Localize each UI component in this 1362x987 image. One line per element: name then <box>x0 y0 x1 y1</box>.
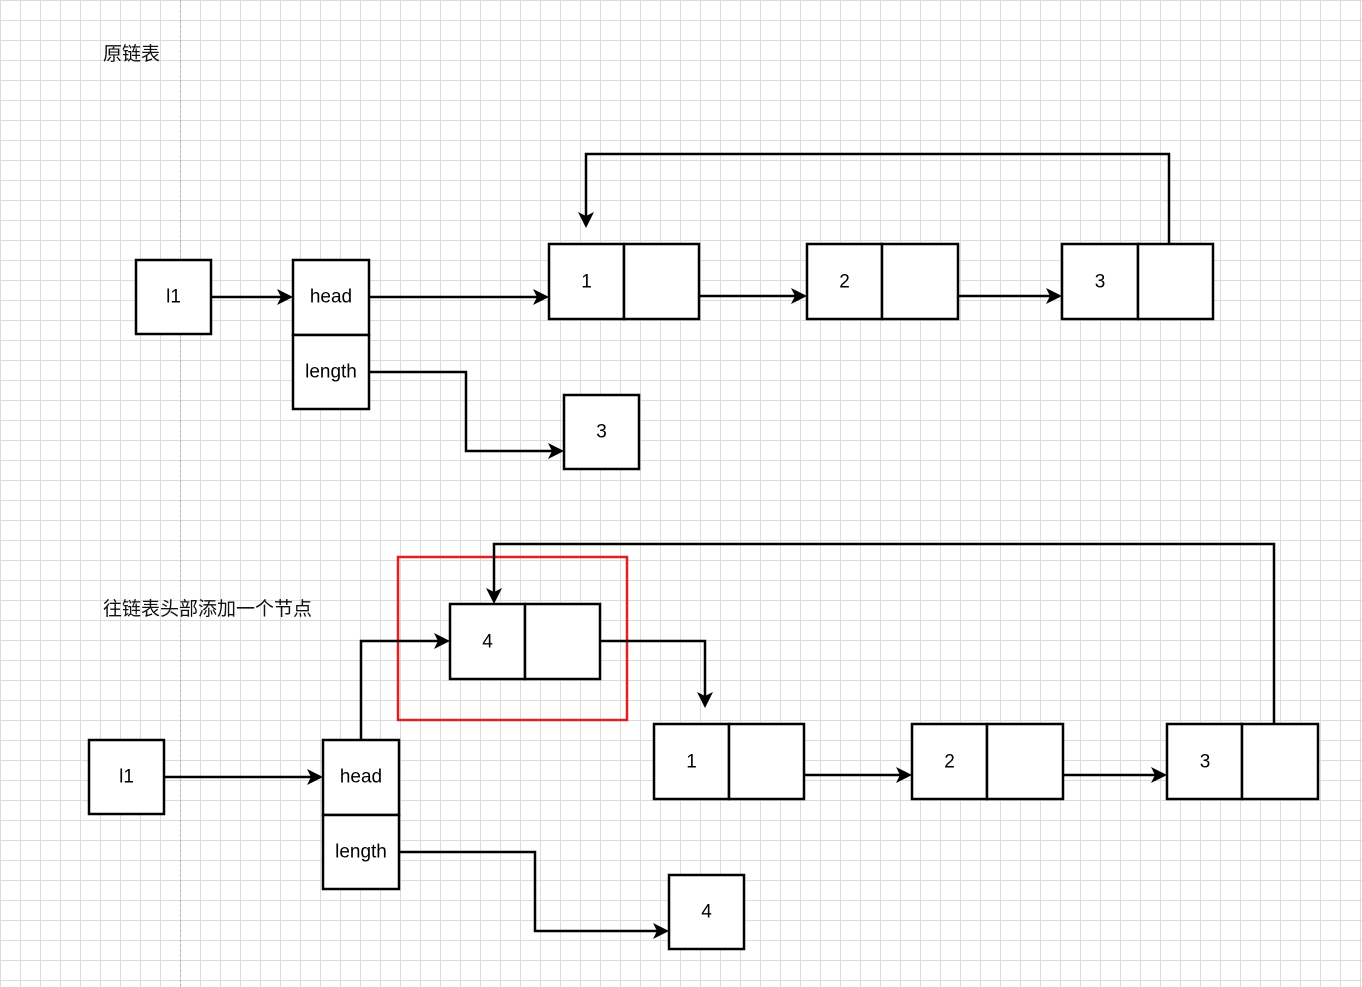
new-node-value: 4 <box>482 632 493 653</box>
original-length-value-box <box>562 393 641 471</box>
original-node-2-next-cell <box>880 242 960 321</box>
modified-node-1-value: 1 <box>686 752 697 773</box>
modified-node-1-next-cell <box>727 722 806 801</box>
modified-length-label: length <box>335 842 387 863</box>
original-length-label: length <box>305 362 357 383</box>
modified-node-2-next-cell <box>985 722 1065 801</box>
new-node-next-cell <box>523 602 602 681</box>
modified-length-value: 4 <box>701 902 712 923</box>
original-node-3-value: 3 <box>1095 272 1106 293</box>
original-node-1-value: 1 <box>581 272 592 293</box>
original-node-3-next-cell <box>1136 242 1215 321</box>
original-length-field <box>291 333 371 411</box>
original-head-label: head <box>310 287 352 308</box>
original-var-box <box>134 258 213 336</box>
original-head-field <box>291 258 371 337</box>
original-list-group: l1 head length 3 1 2 3 <box>134 152 1215 471</box>
modified-node-3-next-cell <box>1240 722 1320 801</box>
original-var-label: l1 <box>166 287 181 308</box>
original-arrows <box>211 152 1171 459</box>
original-node-1-next-cell <box>622 242 701 321</box>
original-node-2-value: 2 <box>839 272 850 293</box>
original-length-value: 3 <box>596 422 607 443</box>
modified-head-label: head <box>340 767 382 788</box>
caption-original-list: 原链表 <box>103 43 161 65</box>
modified-head-field <box>321 738 401 817</box>
modified-length-value-box <box>667 873 746 951</box>
modified-list-group: l1 head length 4 4 1 2 3 <box>87 542 1320 951</box>
vertical-guide-line <box>180 0 181 987</box>
modified-node-3-value-cell <box>1165 722 1244 801</box>
modified-node-3-value: 3 <box>1200 752 1211 773</box>
original-node-3-value-cell <box>1060 242 1140 321</box>
modified-var-label: l1 <box>119 767 134 788</box>
new-node-highlight-frame <box>396 555 629 722</box>
modified-arrows <box>164 542 1276 939</box>
modified-node-2-value: 2 <box>944 752 955 773</box>
caption-add-head-node: 往链表头部添加一个节点 <box>103 598 313 620</box>
